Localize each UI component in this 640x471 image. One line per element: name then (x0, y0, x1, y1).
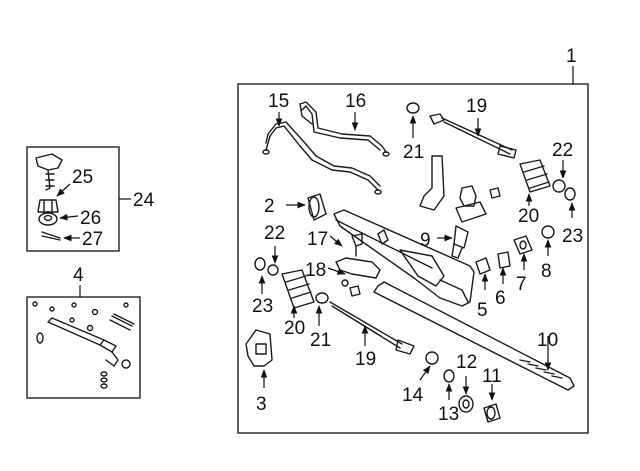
callout-22-left: 22 (264, 223, 285, 244)
callout-7: 7 (516, 274, 527, 295)
bolt-icon (351, 233, 363, 257)
boot-left-icon (281, 269, 315, 309)
seal-kit-icon (32, 301, 135, 389)
callout-19-top: 19 (466, 96, 487, 117)
inner-tie-rod-lower-icon (329, 301, 415, 355)
clamp-bracket-icon (335, 257, 381, 297)
callout-15: 15 (268, 91, 289, 112)
callout-24: 24 (133, 190, 155, 211)
thrust-washer-icon (443, 369, 455, 383)
tie-rod-end-icon (35, 153, 63, 191)
lock-nut-icon (513, 235, 533, 255)
callout-9: 9 (420, 230, 431, 251)
boot-clamp-left-icon (254, 257, 266, 271)
outer-clamp-icon (564, 187, 576, 201)
castle-nut-icon (37, 199, 59, 213)
inner-tie-rod-icon (429, 113, 517, 159)
callout-8: 8 (541, 261, 552, 282)
hex-nut-icon (38, 212, 58, 226)
main-assembly-frame (237, 83, 589, 434)
callout-23-top: 23 (562, 226, 583, 247)
callout-22-top: 22 (552, 140, 573, 161)
rack-bushing-icon (483, 403, 501, 423)
callout-14: 14 (402, 385, 424, 406)
pressure-line-icon (299, 101, 390, 157)
o-ring-icon (406, 102, 420, 114)
valve-icon (451, 225, 469, 259)
callout-20-top: 20 (518, 206, 539, 227)
o-ring-left-icon (315, 292, 329, 304)
callout-11: 11 (482, 366, 502, 387)
boot-icon (519, 159, 551, 193)
callout-21-left: 21 (310, 330, 331, 351)
callout-21-top: 21 (403, 142, 424, 163)
callout-2: 2 (264, 196, 275, 217)
mounting-bracket-icon (419, 155, 501, 223)
cotter-pin-icon (41, 231, 61, 241)
callout-17: 17 (307, 229, 328, 250)
outer-clamp-left-icon (267, 264, 279, 276)
seal-kit-frame (26, 296, 141, 399)
callout-16: 16 (345, 91, 366, 112)
tie-rod-end-kit-frame (26, 146, 120, 252)
callout-4: 4 (73, 265, 84, 286)
bushing-icon (307, 193, 327, 221)
gear-housing-icon (333, 209, 475, 307)
callout-26: 26 (80, 208, 101, 229)
callout-5: 5 (477, 300, 488, 321)
callout-23-left: 23 (252, 296, 273, 317)
cap-icon (475, 257, 491, 275)
callout-20-left: 20 (284, 318, 305, 339)
callout-25: 25 (72, 167, 93, 188)
callout-27: 27 (82, 229, 103, 250)
mounting-bracket-3-icon (245, 329, 273, 367)
callout-10: 10 (537, 330, 558, 351)
return-line-icon (262, 121, 382, 195)
callout-1: 1 (566, 46, 577, 67)
plug-icon (497, 251, 511, 269)
callout-3: 3 (256, 394, 267, 415)
washer-icon (541, 225, 555, 239)
callout-12: 12 (456, 352, 477, 373)
callout-19-lower: 19 (355, 349, 376, 370)
boot-clamp-icon (552, 179, 566, 193)
bearing-icon (458, 395, 474, 413)
rack-icon (373, 281, 575, 391)
callout-13: 13 (438, 404, 459, 425)
seal-ring-icon (425, 351, 439, 365)
callout-6: 6 (495, 288, 506, 309)
callout-18: 18 (305, 260, 326, 281)
